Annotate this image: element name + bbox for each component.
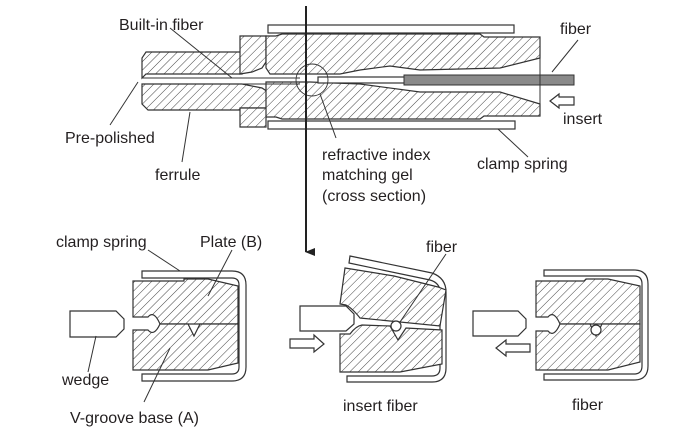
- retract-arrow-icon: [495, 338, 531, 358]
- leader-pre-polished: [109, 81, 139, 126]
- stage-1-initial: clamp spring Plate (B) wedge V-groove ba…: [56, 234, 262, 427]
- push-arrow-icon: [289, 333, 325, 354]
- label-s1-plate-b: Plate (B): [200, 234, 262, 251]
- leader-s1-clamp: [147, 249, 181, 272]
- ferrule-flange: [239, 35, 267, 75]
- label-gel-line3: (cross section): [322, 188, 426, 205]
- leader-s1-base: [143, 347, 171, 403]
- label-s1-wedge: wedge: [61, 372, 109, 389]
- label-gel-line1: refractive index: [322, 147, 431, 164]
- plate-b: [132, 278, 239, 325]
- inserted-fiber: [403, 74, 575, 86]
- clamp-spring-u: [141, 270, 247, 382]
- clamp-spring-top-bar: [267, 24, 515, 34]
- label-built-in-fiber: Built-in fiber: [119, 17, 204, 34]
- leader-clamp-spring: [497, 128, 529, 158]
- label-s3-caption: fiber: [572, 397, 604, 414]
- label-clamp-spring: clamp spring: [477, 156, 568, 173]
- plate-b-tilted: [339, 267, 447, 327]
- fiber-cross-section-s2: [390, 320, 402, 332]
- stage-3-fiber-clamped: fiber: [472, 269, 649, 414]
- leader-built-in-fiber: [169, 27, 233, 79]
- label-gel-line2: matching gel: [322, 167, 413, 184]
- built-in-fiber-end: [317, 76, 409, 84]
- leader-s1-wedge: [87, 335, 97, 373]
- v-groove-base-s3: [535, 323, 641, 371]
- splice-body-upper: [265, 33, 541, 75]
- label-pre-polished: Pre-polished: [65, 130, 155, 147]
- label-fiber: fiber: [560, 21, 592, 38]
- label-s2-fiber: fiber: [426, 239, 458, 256]
- label-s1-clamp-spring: clamp spring: [56, 234, 147, 251]
- insert-arrow-icon: [549, 92, 575, 110]
- label-s2-caption: insert fiber: [343, 398, 418, 415]
- ferrule-lower: [141, 83, 269, 111]
- leader-ferrule: [181, 111, 191, 163]
- clamp-spring-s2: [346, 255, 447, 383]
- leader-s1-plate: [207, 249, 233, 297]
- leader-s2-fiber: [399, 253, 447, 323]
- label-insert: insert: [563, 111, 603, 128]
- wedge-s2: [299, 305, 355, 332]
- fiber-cross-section-s3: [590, 324, 602, 336]
- label-s1-v-groove-base: V-groove base (A): [70, 410, 199, 427]
- plate-b-s3: [535, 278, 641, 325]
- leader-fiber: [551, 39, 579, 73]
- wedge: [69, 310, 125, 338]
- leader-gel: [319, 93, 337, 139]
- v-groove-base-s2: [339, 324, 443, 373]
- index-matching-gel-circle: [295, 63, 329, 97]
- connector-cross-section: Built-in fiber Pre-polished ferrule refr…: [65, 6, 603, 256]
- clamp-spring-bottom-bar: [267, 120, 516, 130]
- label-ferrule: ferrule: [155, 167, 200, 184]
- stage-2-insert-fiber: fiber insert fiber: [289, 239, 458, 415]
- splice-body-lower: [265, 81, 541, 120]
- wedge-s3: [472, 310, 527, 337]
- clamp-spring-s3: [543, 269, 649, 381]
- v-groove-base-a: [132, 323, 239, 371]
- ferrule-flange-lower: [239, 107, 269, 128]
